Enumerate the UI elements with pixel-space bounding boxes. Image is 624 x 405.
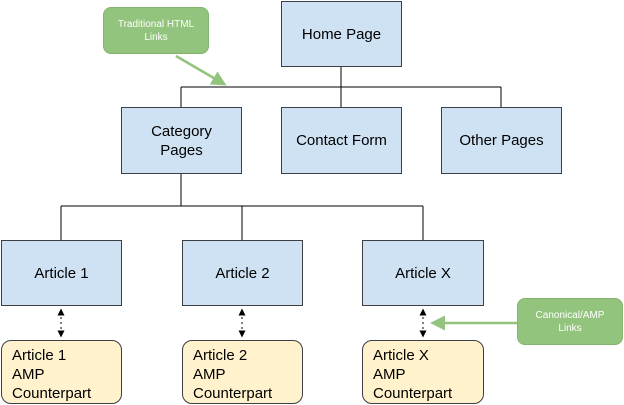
article-2-amp-label: Article 2 AMP Counterpart <box>193 347 273 402</box>
article-2-amp-node: Article 2 AMP Counterpart <box>182 340 303 404</box>
category-pages-node: Category Pages <box>121 107 242 174</box>
article-x-label: Article X <box>395 264 451 282</box>
article-1-node: Article 1 <box>1 240 122 306</box>
article-x-node: Article X <box>362 240 484 306</box>
traditional-html-links-callout: Traditional HTML Links <box>103 7 209 54</box>
amp-links <box>57 308 427 338</box>
article-1-amp-label: Article 1 AMP Counterpart <box>12 347 92 402</box>
traditional-pointer-arrow <box>175 54 227 86</box>
article-2-node: Article 2 <box>182 240 303 306</box>
home-page-label: Home Page <box>301 25 382 43</box>
callout-pointers <box>175 54 517 331</box>
traditional-html-links-label: Traditional HTML Links <box>117 18 195 43</box>
home-page-node: Home Page <box>281 1 402 67</box>
contact-form-node: Contact Form <box>281 107 402 174</box>
article-1-label: Article 1 <box>34 264 89 282</box>
other-pages-node: Other Pages <box>441 107 562 174</box>
article-1-amp-node: Article 1 AMP Counterpart <box>1 340 122 404</box>
canonical-amp-links-callout: Canonical/AMP Links <box>517 298 623 345</box>
category-pages-label: Category Pages <box>151 122 212 159</box>
tree-connectors <box>60 67 502 240</box>
article-2-label: Article 2 <box>215 264 270 282</box>
canonical-amp-links-label: Canonical/AMP Links <box>535 309 605 334</box>
contact-form-label: Contact Form <box>296 132 387 149</box>
other-pages-label: Other Pages <box>459 132 544 149</box>
article-x-amp-node: Article X AMP Counterpart <box>362 340 484 404</box>
article-x-amp-label: Article X AMP Counterpart <box>373 347 453 402</box>
